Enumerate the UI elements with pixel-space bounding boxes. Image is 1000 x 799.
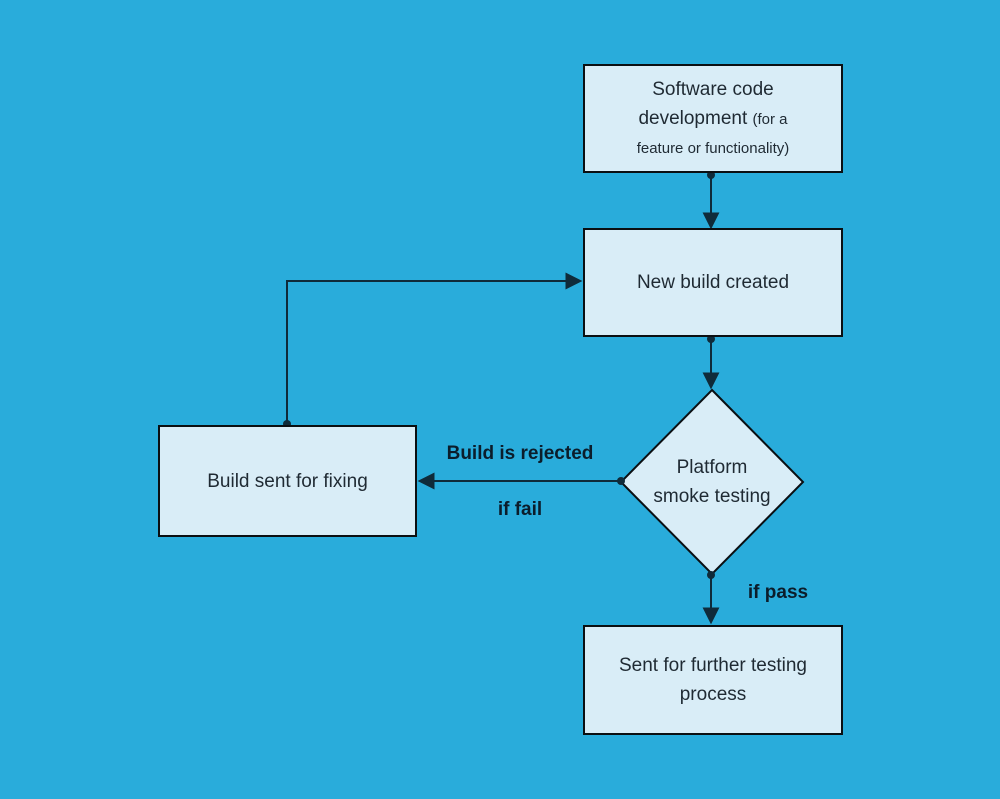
node-software-development-label: Software code development (for a feature… (636, 78, 790, 157)
edge-label-build-rejected: Build is rejected (446, 443, 594, 464)
edge-dot-newbuild (707, 335, 715, 343)
node-smoke-testing-label: Platform smoke testing (653, 456, 771, 508)
edge-label-if-pass: if pass (747, 582, 809, 603)
edge-dot-dev (707, 171, 715, 179)
node-build-sent-for-fixing: Build sent for fixing (158, 425, 417, 537)
node-new-build-label: New build created (636, 272, 790, 293)
node-further-testing-label: Sent for further testing process (619, 655, 807, 705)
node-platform-smoke-testing: Platform smoke testing (652, 436, 772, 528)
node-build-fixing-label: Build sent for fixing (207, 470, 368, 492)
edge-label-if-fail: if fail (497, 499, 543, 520)
node-software-development: Software code development (for a feature… (583, 64, 843, 173)
edge-dot-test-left (617, 477, 625, 485)
edge-dot-test-bottom (707, 571, 715, 579)
edge-fixing-to-newbuild (286, 272, 583, 423)
node-sent-for-further-testing: Sent for further testing process (583, 625, 843, 735)
node-new-build-created: New build created (583, 228, 843, 337)
